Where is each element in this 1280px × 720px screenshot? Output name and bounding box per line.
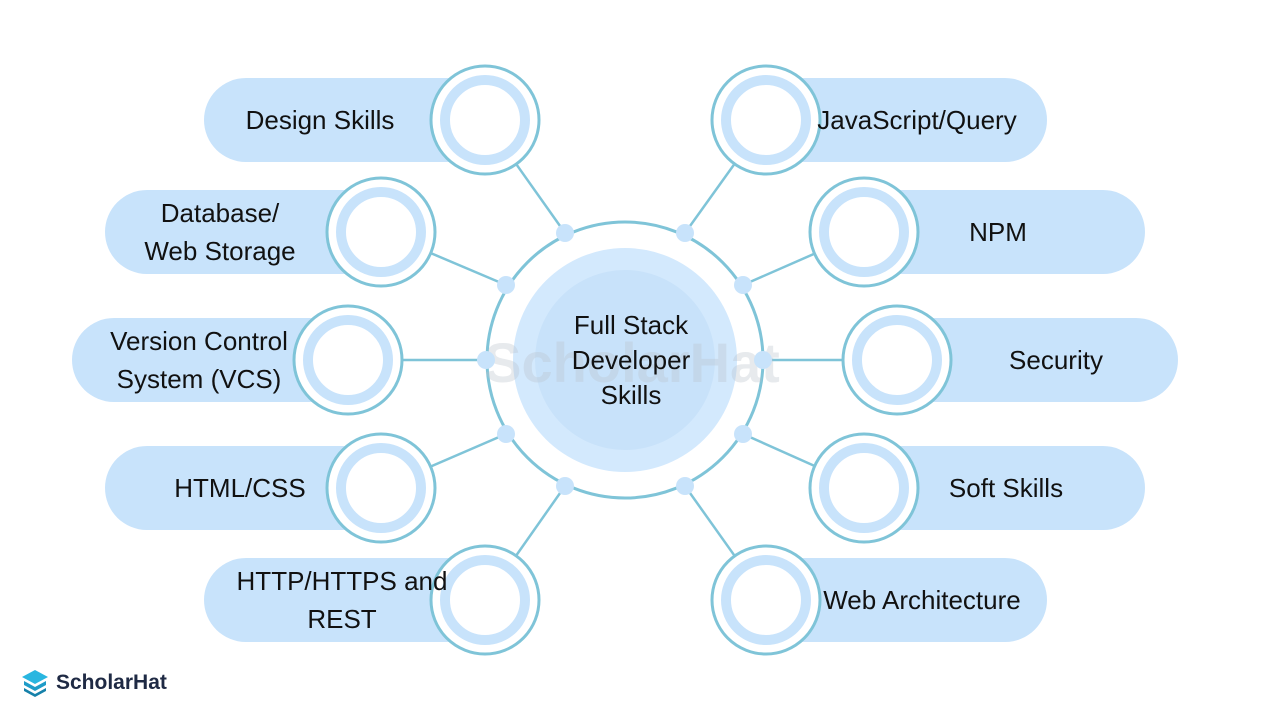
scholarhat-logo-icon [22,670,48,697]
skill-label: Design Skills [246,105,395,135]
brand-name: ScholarHat [56,671,167,694]
skill-label-line: HTML/CSS [174,473,305,503]
skill-label-line: Web Storage [144,236,295,266]
skill-label: JavaScript/Query [817,105,1016,135]
skill-label-line: System (VCS) [117,364,282,394]
ring-dot-10 [676,477,694,495]
ring-dot-2 [497,276,515,294]
skill-label: HTML/CSS [174,473,305,503]
skill-label: NPM [969,217,1027,247]
skill-inner-circle [819,187,909,277]
skill-node-8: Security [841,304,1178,416]
watermark-text: ScholarHat [484,331,780,394]
skill-inner-circle [440,555,530,645]
skill-inner-circle [303,315,393,405]
skill-label-line: Soft Skills [949,473,1063,503]
skill-node-2: Database/Web Storage [105,176,437,288]
skill-label: Database/Web Storage [144,198,295,266]
ring-dot-9 [734,425,752,443]
skill-inner-circle [721,75,811,165]
skill-node-10: Web Architecture [710,544,1047,656]
skill-label-line: Version Control [110,326,288,356]
skill-node-7: NPM [808,176,1145,288]
center-inner-circle [535,270,715,450]
skill-label-line: NPM [969,217,1027,247]
skill-inner-circle [819,443,909,533]
ring-dot-5 [556,477,574,495]
skill-inner-circle [336,443,426,533]
skill-node-4: HTML/CSS [105,432,437,544]
skill-label: Web Architecture [823,585,1021,615]
skill-label: Soft Skills [949,473,1063,503]
center-label-line: Skills [601,380,662,410]
center-label-line: Developer [572,345,691,375]
skill-inner-circle [721,555,811,645]
skill-label-line: Security [1009,345,1103,375]
skill-label-line: Web Architecture [823,585,1021,615]
ring-dot-4 [497,425,515,443]
ring-dot-8 [754,351,772,369]
skill-node-6: JavaScript/Query [710,64,1047,176]
skill-node-9: Soft Skills [808,432,1145,544]
skill-inner-circle [336,187,426,277]
ring-dot-7 [734,276,752,294]
brand-logo: ScholarHat [20,668,167,698]
skill-inner-circle [440,75,530,165]
skill-label-line: HTTP/HTTPS and [237,566,448,596]
skill-label-line: REST [307,604,376,634]
skill-label-line: Design Skills [246,105,395,135]
ring-dot-6 [676,224,694,242]
center-label-line: Full Stack [574,310,689,340]
skill-label: Security [1009,345,1103,375]
skill-label-line: Database/ [161,198,280,228]
ring-dot-3 [477,351,495,369]
ring-dot-1 [556,224,574,242]
skill-inner-circle [852,315,942,405]
skill-label-line: JavaScript/Query [817,105,1016,135]
skill-node-1: Design Skills [204,64,541,176]
